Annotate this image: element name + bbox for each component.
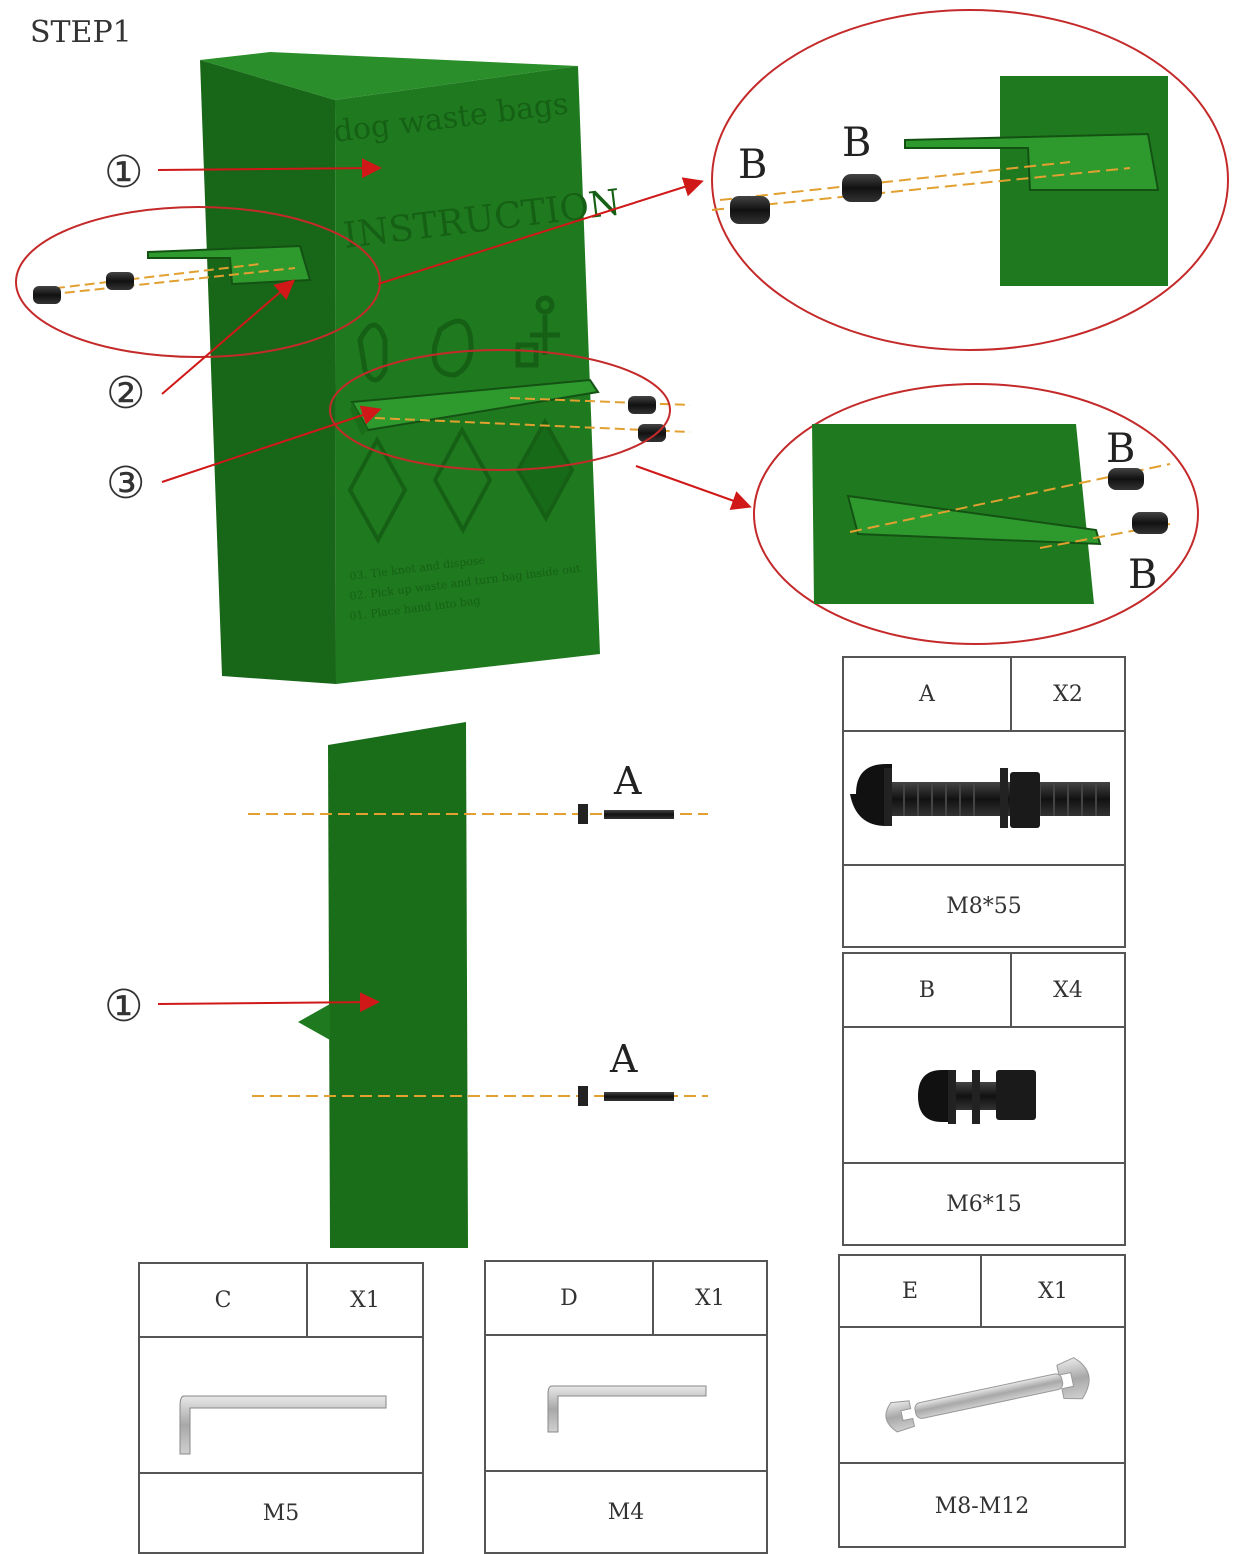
part-label-b: B xyxy=(1128,552,1157,598)
dispenser-side-face xyxy=(200,60,336,684)
bolt-b-icon xyxy=(842,174,882,202)
upper-bracket xyxy=(147,244,312,286)
part-spec: M8-M12 xyxy=(934,1493,1030,1519)
tray-highlight xyxy=(329,349,671,471)
short-bolt-icon xyxy=(918,1070,1036,1124)
bolt-b-icon xyxy=(33,286,61,304)
dispenser-front-face xyxy=(335,66,600,684)
bolt-with-nut-icon xyxy=(850,764,1110,828)
dispenser-box: dog waste bags INSTRUCTION 01. Place han… xyxy=(200,52,623,684)
bolt-b-icon xyxy=(730,196,770,224)
wrench-icon xyxy=(885,1357,1090,1433)
callout-3-leader xyxy=(161,405,382,483)
person-disposing-icon xyxy=(515,295,560,368)
allen-key-small-icon xyxy=(547,1385,707,1433)
part-letter: E xyxy=(840,1256,982,1326)
part-label-a: A xyxy=(609,1037,638,1081)
part-spec: M5 xyxy=(262,1500,300,1526)
bolt-b-icon xyxy=(1132,512,1168,534)
bolt-a-icon xyxy=(578,804,674,824)
callout-2: ② xyxy=(106,368,145,419)
back-panel-assembly: A A xyxy=(248,722,708,1248)
part-label-b: B xyxy=(738,142,767,188)
upper-bracket-exploded xyxy=(33,244,312,304)
arrow-to-zoom-tray xyxy=(635,465,752,511)
bag-tray-bracket-side xyxy=(350,402,368,436)
part-quantity: X1 xyxy=(1038,1278,1068,1304)
part-card-c: C X1 M5 xyxy=(138,1262,424,1554)
part-label-b: B xyxy=(842,120,871,166)
part-quantity: X1 xyxy=(350,1287,380,1313)
part-letter: B xyxy=(844,954,1012,1026)
part-spec: M4 xyxy=(607,1499,645,1525)
callout-2-leader xyxy=(161,279,296,395)
zoom-view-upper-bracket: B B xyxy=(711,9,1229,351)
part-label-a: A xyxy=(613,759,642,803)
bolt-b-icon xyxy=(628,396,656,414)
zoom-tray-bracket xyxy=(846,494,1102,546)
zoom-upper-bracket xyxy=(904,132,1160,191)
hand-in-bag-icon xyxy=(357,322,388,383)
part-quantity: X2 xyxy=(1053,681,1083,707)
tray-bolts-exploded xyxy=(374,396,691,442)
callout-1-leader xyxy=(157,158,382,179)
part-quantity: X1 xyxy=(695,1285,725,1311)
part-label-b: B xyxy=(1106,426,1135,472)
callout-3: ③ xyxy=(106,458,145,509)
part-spec: M6*15 xyxy=(946,1191,1022,1217)
upper-bracket-highlight xyxy=(15,206,381,358)
part-card-d: D X1 M4 xyxy=(484,1260,768,1554)
callout-1-lower: ① xyxy=(104,981,143,1032)
part-card-a: A X2 M8*55 xyxy=(842,656,1126,948)
step-title: STEP1 xyxy=(30,15,132,50)
arrow-to-zoom-upper xyxy=(377,177,704,285)
part-spec: M8*55 xyxy=(946,893,1022,919)
callout-1-lower-leader xyxy=(157,992,380,1013)
part-card-b: B X4 M6*15 xyxy=(842,952,1126,1246)
part-quantity: X4 xyxy=(1053,977,1083,1003)
bag-icon xyxy=(431,318,474,378)
part-letter: D xyxy=(486,1262,654,1334)
zoom-view-tray: B B xyxy=(753,383,1199,645)
bag-diamond-3 xyxy=(515,417,575,523)
part-card-e: E X1 M8-M12 xyxy=(838,1254,1126,1548)
bolt-b-icon xyxy=(638,424,666,442)
callout-1: ① xyxy=(104,147,143,198)
back-panel-tab xyxy=(298,1004,330,1040)
bolt-b-icon xyxy=(1108,468,1144,490)
bolt-b-icon xyxy=(106,272,134,290)
back-panel xyxy=(328,722,468,1248)
part-letter: A xyxy=(844,658,1012,730)
allen-key-large-icon xyxy=(179,1395,387,1455)
bag-diamond-2 xyxy=(432,425,493,535)
bag-diamond-1 xyxy=(347,435,408,545)
part-letter: C xyxy=(140,1264,308,1336)
bolt-a-icon xyxy=(578,1086,674,1106)
